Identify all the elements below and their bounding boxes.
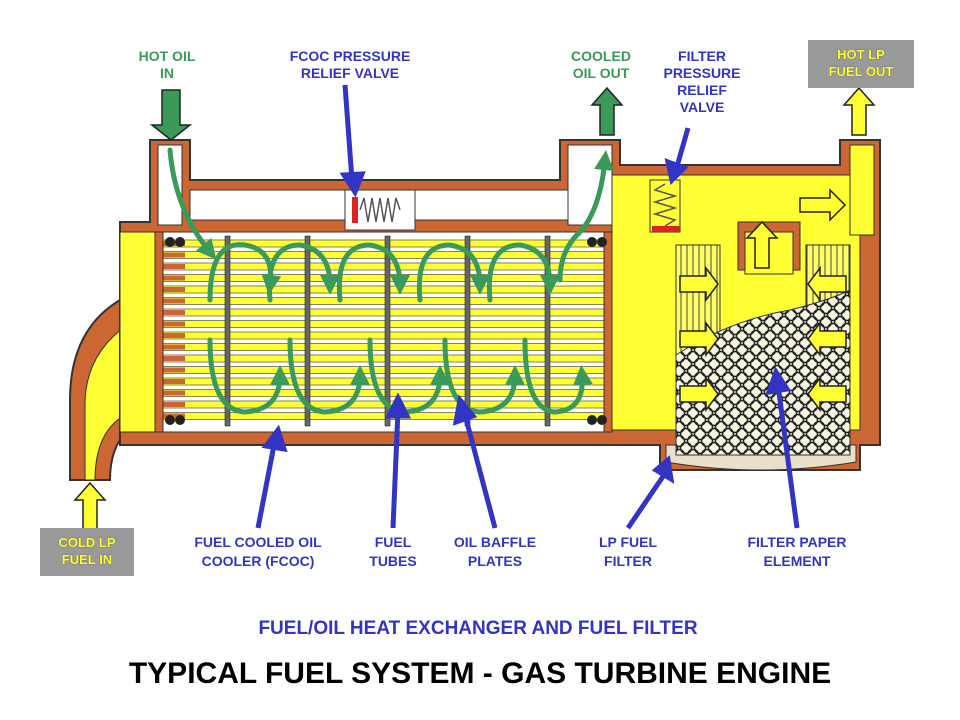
hot-fuel-out-arrow: [842, 86, 876, 136]
baffle-plates-pointer: [462, 414, 498, 529]
tube-end: [163, 252, 185, 258]
filter-relief-pointer: [673, 127, 691, 171]
svg-text:FUEL: FUEL: [375, 534, 412, 550]
tube-end: [163, 264, 185, 269]
tube-end: [163, 402, 185, 407]
svg-text:FUEL OUT: FUEL OUT: [829, 64, 894, 79]
svg-text:ELEMENT: ELEMENT: [764, 553, 831, 569]
oil-flow-arrows: [167, 147, 614, 415]
fuel-tubes-pointer: [390, 409, 401, 529]
tube-end: [163, 344, 185, 350]
tube-end: [163, 287, 185, 292]
label-hot-lp-fuel-out: HOT LP FUEL OUT: [808, 40, 914, 88]
svg-text:TUBES: TUBES: [369, 553, 416, 569]
fcoc-pointer: [255, 439, 278, 529]
svg-text:IN: IN: [160, 65, 174, 81]
fuel-flow-arrows: [679, 188, 847, 413]
svg-text:OIL BAFFLE: OIL BAFFLE: [454, 534, 536, 550]
lp-fuel-filter-pointer: [625, 473, 667, 530]
oil-baffle-plate: [464, 235, 471, 427]
svg-text:FUEL COOLED OIL: FUEL COOLED OIL: [194, 534, 322, 550]
svg-text:FUEL IN: FUEL IN: [62, 552, 112, 567]
label-hot-oil-in: HOT OIL IN: [139, 48, 196, 81]
fcoc-relief-pointer: [342, 84, 355, 181]
oil-baffle-plate: [544, 235, 551, 427]
tube-end: [163, 333, 185, 338]
label-fuel-tubes: FUEL TUBES: [369, 534, 416, 569]
svg-text:HOT OIL: HOT OIL: [139, 48, 196, 64]
svg-text:HOT LP: HOT LP: [837, 47, 885, 62]
cooled-oil-out-arrow: [590, 86, 624, 136]
filter-pressure-relief-valve: [649, 179, 681, 233]
oil-baffle-plate: [384, 235, 391, 427]
tube-end: [163, 413, 185, 419]
svg-text:COLD LP: COLD LP: [58, 535, 115, 550]
pointer-lines: [255, 84, 800, 530]
label-fcoc: FUEL COOLED OIL COOLER (FCOC): [194, 534, 322, 569]
tube-end: [163, 275, 185, 281]
filter-paper-pointer: [775, 384, 800, 529]
hot-oil-in-arrow: [149, 89, 193, 141]
label-cold-lp-fuel-in: COLD LP FUEL IN: [40, 528, 134, 576]
svg-text:OIL OUT: OIL OUT: [573, 65, 630, 81]
label-lp-fuel-filter: LP FUEL FILTER: [599, 534, 658, 569]
cold-fuel-in-arrow: [73, 481, 107, 531]
svg-text:VALVE: VALVE: [680, 99, 725, 115]
oil-baffle-plate: [224, 235, 231, 427]
svg-text:FILTER: FILTER: [604, 553, 652, 569]
fcoc-pressure-relief-valve: [344, 189, 416, 231]
tube-end: [163, 321, 185, 327]
svg-text:FCOC PRESSURE: FCOC PRESSURE: [290, 48, 411, 64]
label-filter-paper-element: FILTER PAPER ELEMENT: [747, 534, 846, 569]
svg-text:COOLED: COOLED: [571, 48, 631, 64]
tube-end: [163, 310, 185, 315]
label-fcoc-pressure-relief-valve: FCOC PRESSURE RELIEF VALVE: [290, 48, 411, 81]
label-oil-baffle-plates: OIL BAFFLE PLATES: [454, 534, 536, 569]
tube-end: [163, 379, 185, 384]
tube-end: [163, 298, 185, 304]
oil-baffle-plate: [304, 235, 311, 427]
svg-text:PRESSURE: PRESSURE: [663, 65, 740, 81]
svg-text:RELIEF: RELIEF: [677, 82, 727, 98]
svg-text:FILTER: FILTER: [678, 48, 726, 64]
label-cooled-oil-out: COOLED OIL OUT: [571, 48, 631, 81]
svg-text:COOLER (FCOC): COOLER (FCOC): [202, 553, 315, 569]
svg-text:LP FUEL: LP FUEL: [599, 534, 658, 550]
tube-end: [163, 367, 185, 373]
tube-end: [163, 356, 185, 361]
diagram-title: TYPICAL FUEL SYSTEM - GAS TURBINE ENGINE: [129, 657, 831, 690]
svg-text:PLATES: PLATES: [468, 553, 522, 569]
diagram-subtitle: FUEL/OIL HEAT EXCHANGER AND FUEL FILTER: [258, 618, 697, 639]
tube-end: [163, 390, 185, 396]
label-filter-pressure-relief-valve: FILTER PRESSURE RELIEF VALVE: [663, 48, 740, 115]
svg-text:RELIEF VALVE: RELIEF VALVE: [301, 65, 399, 81]
svg-text:FILTER PAPER: FILTER PAPER: [747, 534, 846, 550]
